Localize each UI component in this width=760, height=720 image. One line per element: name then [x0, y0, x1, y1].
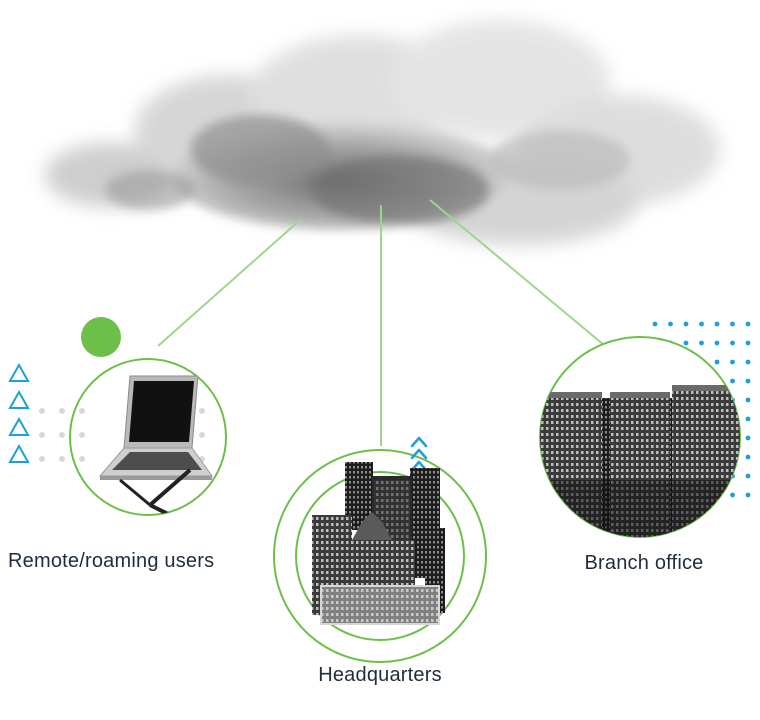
branch-office-node — [539, 321, 751, 538]
headquarters-node — [273, 436, 487, 663]
branch-office-label: Branch office — [584, 552, 704, 574]
triangle-icons — [8, 362, 30, 463]
blue-dot — [745, 492, 751, 498]
blue-dot — [730, 359, 735, 365]
connector-branch — [429, 199, 605, 346]
blue-dot — [745, 340, 751, 346]
blue-dot — [683, 340, 689, 346]
blue-dot — [745, 416, 751, 422]
remote-users-node — [8, 317, 227, 516]
blue-dot — [683, 321, 689, 327]
headquarters-label: Headquarters — [318, 664, 442, 686]
blue-dot — [745, 321, 751, 327]
laptop-icon — [98, 375, 213, 515]
blue-dot — [745, 359, 751, 365]
office-towers-icon — [540, 385, 740, 537]
blue-dot — [699, 321, 704, 327]
blue-dot — [714, 340, 720, 346]
blue-dot — [730, 340, 735, 346]
blue-dot — [745, 397, 751, 403]
blue-dot — [699, 340, 704, 346]
blue-dot — [745, 435, 751, 441]
blue-dot — [730, 378, 735, 384]
connector-lines — [157, 199, 605, 446]
blue-dot — [714, 359, 720, 365]
cloud-icon — [45, 20, 720, 245]
blue-dot — [714, 321, 720, 327]
city-buildings-icon — [312, 462, 445, 625]
connector-remote — [157, 219, 301, 347]
blue-dot — [652, 321, 658, 327]
blue-dot — [745, 378, 751, 384]
blue-dot — [668, 321, 673, 327]
blue-dot — [730, 492, 735, 498]
hq-outer-ring — [273, 449, 487, 663]
blue-dot — [745, 454, 751, 460]
remote-ring — [69, 358, 227, 516]
accent-dot — [81, 317, 121, 357]
blue-dot — [730, 321, 735, 327]
blue-dot — [745, 473, 751, 479]
chevron-up-icons — [410, 436, 428, 472]
hq-inner-ring — [295, 471, 465, 641]
remote-users-label: Remote/roaming users — [8, 550, 215, 572]
